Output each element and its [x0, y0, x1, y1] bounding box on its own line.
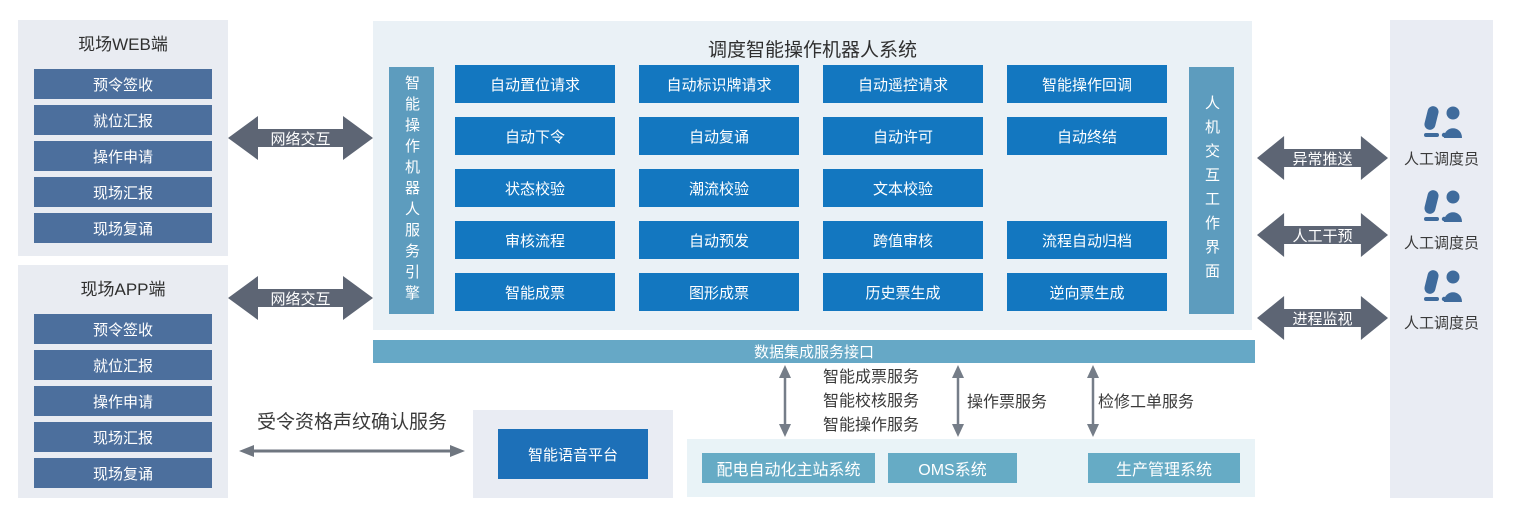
dispatcher-icon — [1423, 106, 1462, 138]
client-function-box: 现场汇报 — [34, 422, 212, 452]
arrow-label: 异常推送 — [1292, 150, 1353, 168]
dispatcher-label: 人工调度员 — [1403, 235, 1479, 252]
system-box: 生产管理系统 — [1088, 453, 1240, 483]
system-title: 调度智能操作机器人系统 — [707, 40, 917, 61]
double-arrow-icon — [1257, 213, 1388, 257]
feature-box: 自动下令 — [455, 117, 615, 155]
client-function-box: 现场复诵 — [34, 213, 212, 243]
client-function-box: 预令签收 — [34, 69, 212, 99]
network-arrow: 网络交互 — [228, 272, 373, 324]
integration-arrow — [951, 365, 965, 442]
dispatcher-panel: 人工调度员 人工调度员 人工调度员 — [1390, 20, 1493, 498]
feature-box: 状态校验 — [455, 169, 615, 207]
feature-box: 图形成票 — [639, 273, 799, 311]
data-integration-label: 数据集成服务接口 — [753, 344, 874, 361]
system-box: OMS系统 — [888, 453, 1017, 483]
ticket-services-label: 智能成票服务 智能校核服务 智能操作服务 — [823, 369, 920, 434]
voiceprint-service-label: 受令资格声纹确认服务 — [256, 412, 447, 433]
arrow-label: 进程监视 — [1292, 310, 1353, 328]
operation-ticket-service-label: 操作票服务 — [967, 394, 1048, 411]
maintenance-order-service-label: 检修工单服务 — [1098, 394, 1195, 411]
client-function-box: 就位汇报 — [34, 105, 212, 135]
client-function-box: 就位汇报 — [34, 350, 212, 380]
feature-grid: 自动置位请求 自动标识牌请求 自动遥控请求 智能操作回调 自动下令 自动复诵 自… — [455, 65, 1167, 311]
feature-box: 跨值审核 — [823, 221, 983, 259]
feature-box: 自动遥控请求 — [823, 65, 983, 103]
robot-system-panel: 调度智能操作机器人系统 智能操作机器人服务引擎 自动置位请求 自动标识牌请求 自… — [373, 21, 1252, 330]
process-monitor-arrow: 进程监视 — [1257, 292, 1388, 344]
dispatcher-icon — [1423, 190, 1462, 222]
service-engine-bar: 智能操作机器人服务引擎 — [389, 67, 434, 314]
client-function-box: 现场复诵 — [34, 458, 212, 488]
feature-box: 自动置位请求 — [455, 65, 615, 103]
hmi-interface-label: 人机交互工作界面 — [1203, 94, 1220, 287]
integration-arrow — [1086, 365, 1100, 442]
app-client-panel: 现场APP端 预令签收 就位汇报 操作申请 现场汇报 现场复诵 — [18, 265, 228, 498]
client-function-box: 操作申请 — [34, 141, 212, 171]
feature-box: 自动预发 — [639, 221, 799, 259]
network-arrow-label: 网络交互 — [270, 130, 331, 148]
data-integration-bar: 数据集成服务接口 — [373, 340, 1255, 363]
service-engine-label: 智能操作机器人服务引擎 — [403, 75, 420, 306]
feature-box: 逆向票生成 — [1007, 273, 1167, 311]
app-client-title: 现场APP端 — [80, 280, 166, 299]
feature-box: 自动标识牌请求 — [639, 65, 799, 103]
arrow-label: 人工干预 — [1292, 227, 1353, 245]
feature-box: 流程自动归档 — [1007, 221, 1167, 259]
feature-box: 智能成票 — [455, 273, 615, 311]
double-arrow-icon — [1257, 136, 1388, 180]
client-function-box: 预令签收 — [34, 314, 212, 344]
manual-intervention-arrow: 人工干预 — [1257, 209, 1388, 261]
voice-platform-panel: 智能语音平台 — [473, 410, 673, 498]
vertical-double-arrow-icon — [779, 365, 791, 437]
feature-box: 历史票生成 — [823, 273, 983, 311]
web-client-panel: 现场WEB端 预令签收 就位汇报 操作申请 现场汇报 现场复诵 — [18, 20, 228, 256]
client-function-box: 现场汇报 — [34, 177, 212, 207]
external-systems-panel: 配电自动化主站系统 OMS系统 生产管理系统 — [687, 439, 1255, 497]
web-client-title: 现场WEB端 — [78, 35, 168, 54]
thin-double-arrow-icon — [239, 445, 465, 457]
feature-box: 智能操作回调 — [1007, 65, 1167, 103]
system-box: 配电自动化主站系统 — [702, 453, 875, 483]
voice-platform-box: 智能语音平台 — [498, 429, 648, 479]
dispatcher-icon — [1423, 270, 1462, 302]
network-arrow-label: 网络交互 — [270, 290, 331, 308]
hmi-interface-bar: 人机交互工作界面 — [1189, 67, 1234, 314]
vertical-double-arrow-icon — [1087, 365, 1099, 437]
double-arrow-icon — [228, 116, 373, 160]
dispatcher-group: 人工调度员 — [1390, 104, 1493, 169]
dispatcher-group: 人工调度员 — [1390, 268, 1493, 333]
exception-push-arrow: 异常推送 — [1257, 132, 1388, 184]
feature-box: 文本校验 — [823, 169, 983, 207]
client-function-box: 操作申请 — [34, 386, 212, 416]
dispatcher-label: 人工调度员 — [1403, 315, 1479, 332]
dispatcher-label: 人工调度员 — [1403, 151, 1479, 168]
dispatcher-group: 人工调度员 — [1390, 188, 1493, 253]
double-arrow-icon — [228, 276, 373, 320]
vertical-double-arrow-icon — [952, 365, 964, 437]
double-arrow-icon — [1257, 296, 1388, 340]
feature-box: 自动复诵 — [639, 117, 799, 155]
network-arrow: 网络交互 — [228, 112, 373, 164]
feature-box: 自动终结 — [1007, 117, 1167, 155]
feature-box: 自动许可 — [823, 117, 983, 155]
voiceprint-arrow — [238, 444, 466, 463]
grid-spacer — [1007, 169, 1167, 207]
feature-box: 审核流程 — [455, 221, 615, 259]
feature-box: 潮流校验 — [639, 169, 799, 207]
integration-arrow — [778, 365, 792, 442]
